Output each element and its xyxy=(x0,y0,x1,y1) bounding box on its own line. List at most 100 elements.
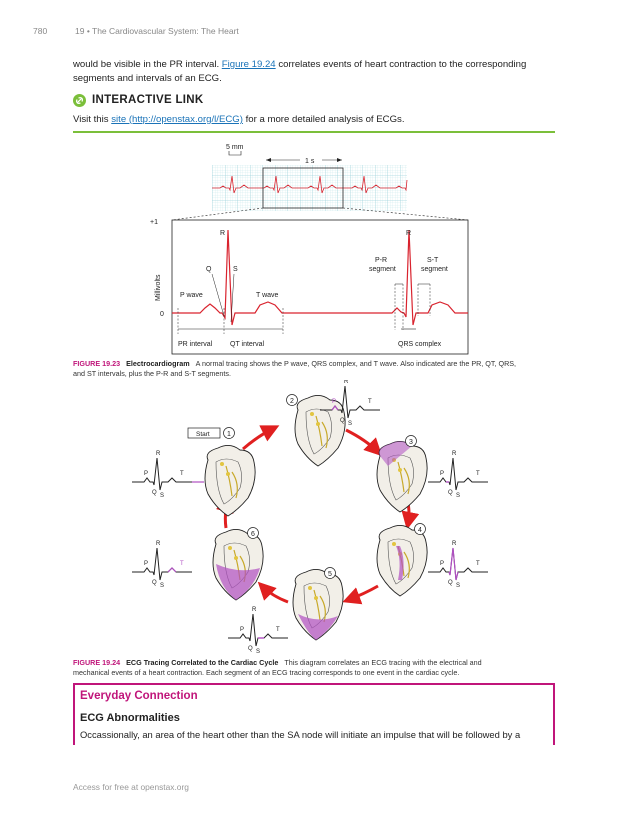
svg-text:T: T xyxy=(180,561,184,567)
link-icon xyxy=(73,93,86,107)
ecg-zoom-window xyxy=(262,167,344,209)
svg-text:R: R xyxy=(452,541,457,547)
svg-text:S: S xyxy=(348,421,352,427)
il-before: Visit this xyxy=(73,114,112,125)
svg-text:Q: Q xyxy=(448,490,453,496)
axis-top-label: +1 xyxy=(150,219,158,226)
axis-zero-label: 0 xyxy=(160,311,164,318)
svg-text:Q: Q xyxy=(152,580,157,586)
section-divider xyxy=(73,131,555,133)
svg-text:R: R xyxy=(252,607,257,613)
svg-text:R: R xyxy=(452,451,457,457)
caption-line2: and ST intervals, plus the P-R and S-T s… xyxy=(73,369,231,378)
interactive-link-text: Visit this site (http://openstax.org/l/E… xyxy=(73,113,553,127)
zoom-line-left xyxy=(171,207,264,221)
ecg-detail-frame xyxy=(171,219,469,355)
chapter-title: 19 • The Cardiovascular System: The Hear… xyxy=(75,26,239,36)
arrow-4-5 xyxy=(342,584,379,605)
ecg-strip-trace xyxy=(212,175,408,194)
label-st-seg-1: S-T xyxy=(427,257,439,264)
svg-text:S: S xyxy=(160,583,164,589)
svg-text:P: P xyxy=(144,471,148,477)
arrow-5-6 xyxy=(257,581,289,604)
il-after: for a more detailed analysis of ECGs. xyxy=(242,114,405,125)
svg-text:S: S xyxy=(160,493,164,499)
label-pr-seg-2: segment xyxy=(369,266,396,273)
everyday-text: Occassionally, an area of the heart othe… xyxy=(80,729,521,740)
figure-19-24-link[interactable]: Figure 19.24 xyxy=(221,59,276,70)
svg-text:P: P xyxy=(332,399,336,405)
caption2-line1: This diagram correlates an ECG tracing w… xyxy=(284,658,482,667)
intro-text-2: correlates events of heart contraction t… xyxy=(275,59,527,70)
page-number: 780 xyxy=(33,26,48,36)
svg-text:P: P xyxy=(440,471,444,477)
label-pr-seg-1: P-R xyxy=(375,257,387,264)
label-p-wave: P wave xyxy=(180,292,203,299)
everyday-title: Everyday Connection xyxy=(80,690,198,702)
caption-label: FIGURE 19.23 xyxy=(73,359,121,368)
svg-text:S: S xyxy=(256,649,260,655)
intro-text-3: segments and intervals of an ECG. xyxy=(73,73,222,84)
caption2-line2: mechanical events of a heart contraction… xyxy=(73,668,460,677)
everyday-subtitle: ECG Abnormalities xyxy=(80,712,180,724)
label-R2: R xyxy=(406,230,411,237)
caption-line1: A normal tracing shows the P wave, QRS c… xyxy=(195,359,517,368)
svg-text:2: 2 xyxy=(290,398,294,405)
svg-text:T: T xyxy=(476,471,480,477)
step-1: 1 xyxy=(223,427,235,439)
caption2-label: FIGURE 19.24 xyxy=(73,658,121,667)
svg-text:Q: Q xyxy=(248,646,253,652)
interactive-link-title: INTERACTIVE LINK xyxy=(92,94,204,106)
scale-5mm-label: 5 mm xyxy=(226,144,244,151)
label-qt-interval: QT interval xyxy=(230,341,265,348)
label-st-seg-2: segment xyxy=(421,266,448,273)
scale-5mm-bracket xyxy=(228,151,242,156)
svg-text:4: 4 xyxy=(418,527,422,534)
svg-text:T: T xyxy=(476,561,480,567)
figure-19-24-caption: FIGURE 19.24 ECG Tracing Correlated to th… xyxy=(73,658,557,678)
zoom-line-right xyxy=(342,207,469,221)
svg-text:P: P xyxy=(144,561,148,567)
step-4: 4 xyxy=(414,523,426,535)
heart-stage-6 xyxy=(212,528,264,601)
scale-arrow-left xyxy=(266,158,271,162)
svg-text:T: T xyxy=(276,627,280,633)
intro-paragraph: would be visible in the PR interval. Fig… xyxy=(73,58,553,86)
interactive-link-heading: INTERACTIVE LINK xyxy=(73,92,204,108)
svg-text:R: R xyxy=(156,541,161,547)
svg-text:6: 6 xyxy=(251,531,255,538)
start-box xyxy=(187,427,221,439)
label-pr-interval: PR interval xyxy=(178,341,213,348)
svg-text:T: T xyxy=(368,399,372,405)
ecg-figure: 5 mm 1 s +1 0 Millivolts R R Q S P wave … xyxy=(150,144,469,355)
svg-text:S: S xyxy=(456,583,460,589)
svg-text:Q: Q xyxy=(152,490,157,496)
label-t-wave: T wave xyxy=(256,292,279,299)
everyday-box-top-rule xyxy=(73,683,555,685)
step-2: 2 xyxy=(286,394,298,406)
heart-stage-1 xyxy=(204,444,256,517)
svg-text:R: R xyxy=(344,380,349,385)
q-leader xyxy=(211,273,225,317)
caption2-title: ECG Tracing Correlated to the Cardiac Cy… xyxy=(126,658,279,667)
scale-1s-label: 1 s xyxy=(305,158,315,165)
svg-text:R: R xyxy=(156,451,161,457)
page-header: 780 19 • The Cardiovascular System: The … xyxy=(33,26,239,36)
ecg-site-link[interactable]: site (http://openstax.org/l/ECG) xyxy=(111,114,243,125)
svg-text:5: 5 xyxy=(328,571,332,578)
heart-stage-4 xyxy=(376,524,428,597)
label-Q: Q xyxy=(206,266,212,273)
axis-y-label: Millivolts xyxy=(155,274,162,301)
step-3: 3 xyxy=(405,435,417,447)
svg-text:S: S xyxy=(456,493,460,499)
label-qrs: QRS complex xyxy=(398,341,442,348)
svg-text:3: 3 xyxy=(409,439,413,446)
arrow-2-3 xyxy=(345,428,383,457)
svg-text:Q: Q xyxy=(340,418,345,424)
